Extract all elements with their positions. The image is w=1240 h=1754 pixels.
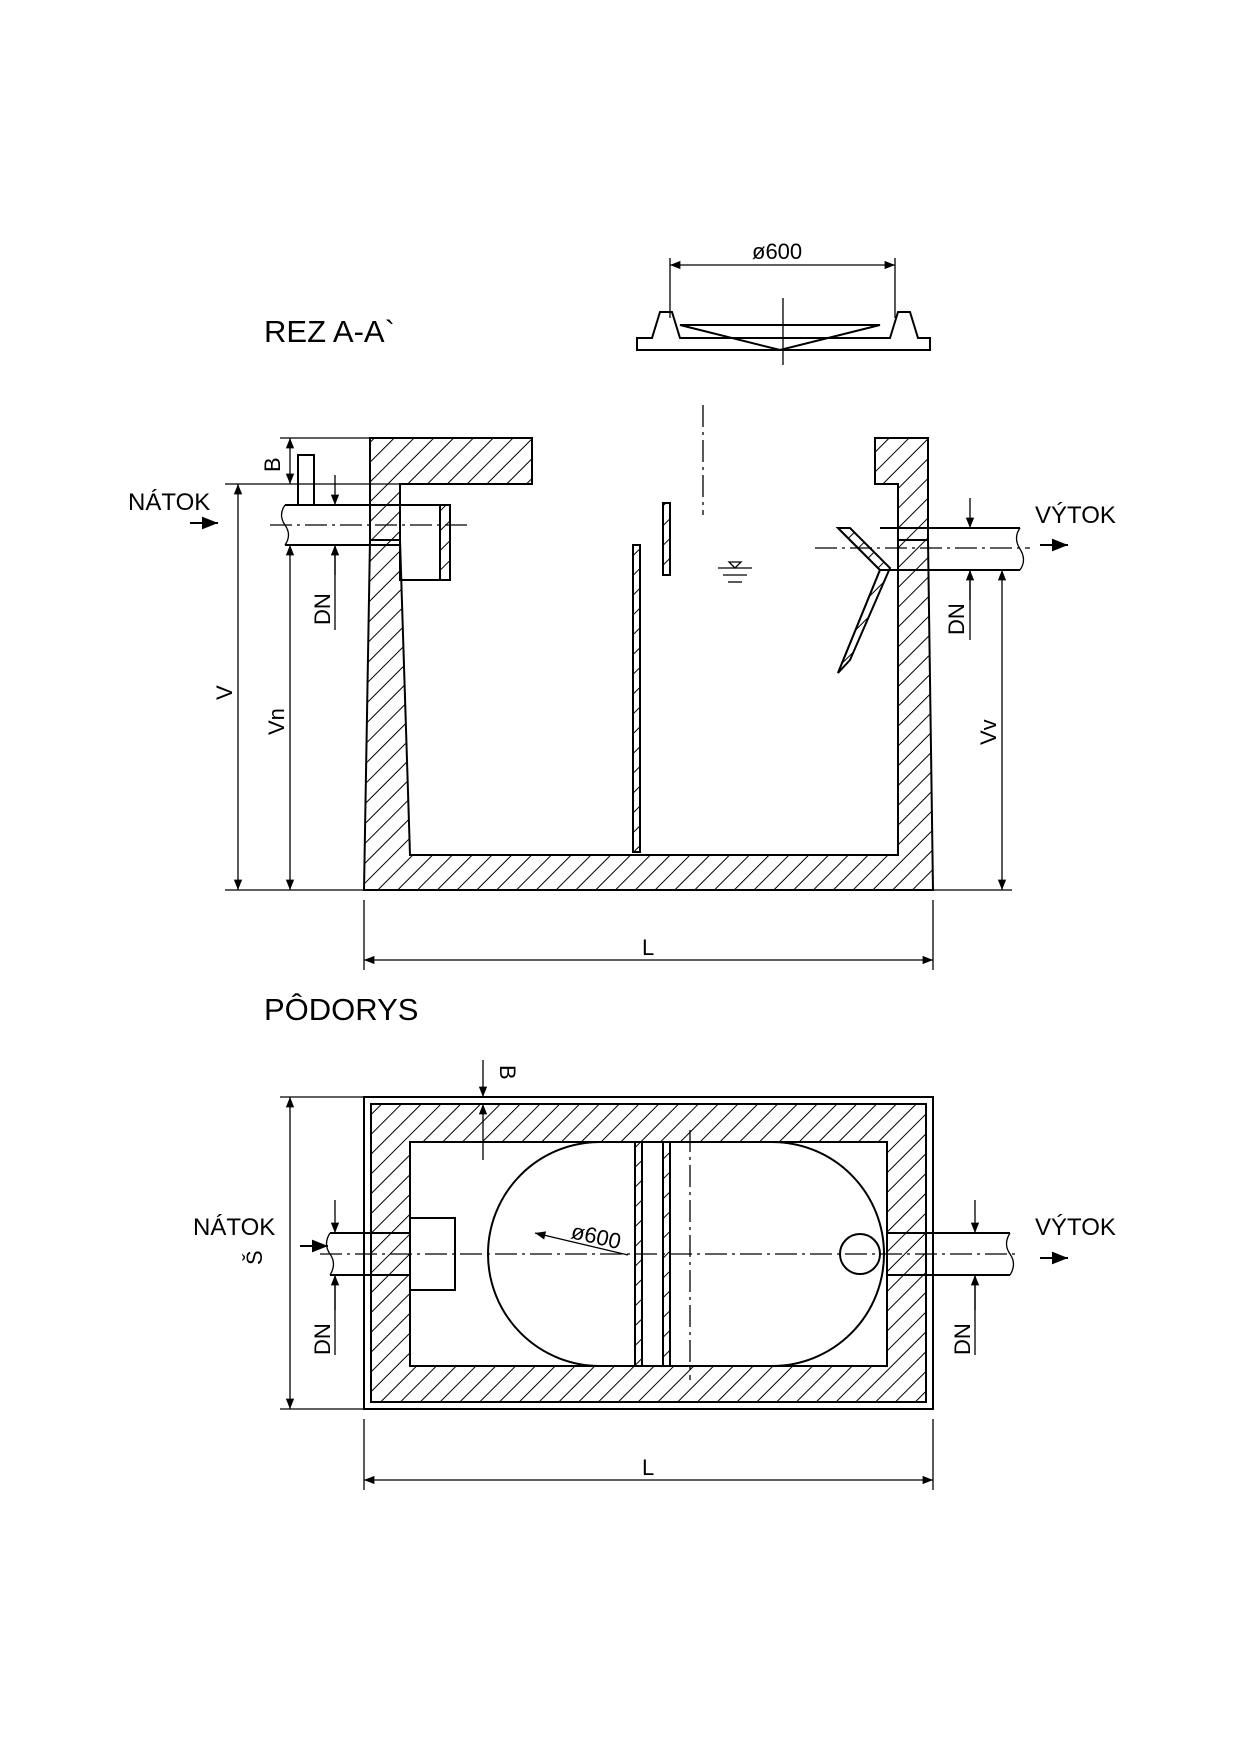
tank-section [270, 405, 1030, 891]
section-outflow-label: VÝTOK [1035, 502, 1116, 529]
plan-outlet-pipe [887, 1232, 1010, 1276]
section-vn-label: Vn [264, 708, 289, 735]
section-dn-out-label: DN [944, 603, 969, 635]
plan-b-label: B [495, 1065, 520, 1080]
section-dn-in-label: DN [310, 593, 335, 625]
plan-outlet-break [1005, 1232, 1015, 1276]
plan-outflow-label: VÝTOK [1035, 1214, 1116, 1241]
inlet-tee-hatch [439, 504, 451, 581]
section-vv-label: Vv [976, 719, 1001, 745]
plan-s-label: Š [242, 1250, 267, 1265]
plan-outline [363, 1096, 934, 1410]
plan-title: PÔDORYS [264, 992, 418, 1027]
cover-dim-label: ø600 [752, 239, 802, 264]
plan-dn-out-label: DN [950, 1323, 975, 1355]
inlet-vent [297, 454, 315, 506]
section-v-label: V [212, 685, 237, 700]
plan-length-label: L [642, 1455, 654, 1480]
section-dimensions: B DN V Vn DN Vv L [212, 437, 1012, 970]
section-title: REZ A-A` [264, 314, 395, 349]
outlet-pipe-break [1015, 527, 1025, 571]
section-b-label: B [260, 457, 285, 472]
cover-frame [636, 311, 931, 351]
baffle-1 [632, 544, 641, 853]
section-length-label: L [642, 935, 654, 960]
cover-lid [679, 324, 881, 352]
plan-inflow-label: NÁTOK [193, 1214, 275, 1241]
baffle-2 [662, 502, 671, 576]
outlet-baffle-hatch [835, 527, 892, 674]
tank-plan: ø600 [320, 1096, 1020, 1410]
manhole-cover: ø600 [636, 239, 931, 365]
tank-walls [362, 539, 935, 891]
plan-dn-in-label: DN [310, 1323, 335, 1355]
plan-inner-dim-label: ø600 [569, 1219, 623, 1255]
water-level-symbol [718, 561, 752, 583]
plan-inlet-pipe [330, 1232, 410, 1276]
plan-dimensions: B Š DN DN L [242, 1060, 980, 1490]
outlet-pipe [880, 527, 1020, 571]
section-inflow-label: NÁTOK [128, 489, 210, 516]
top-slab-right [874, 437, 929, 541]
plan-dim-leader [534, 1231, 629, 1256]
